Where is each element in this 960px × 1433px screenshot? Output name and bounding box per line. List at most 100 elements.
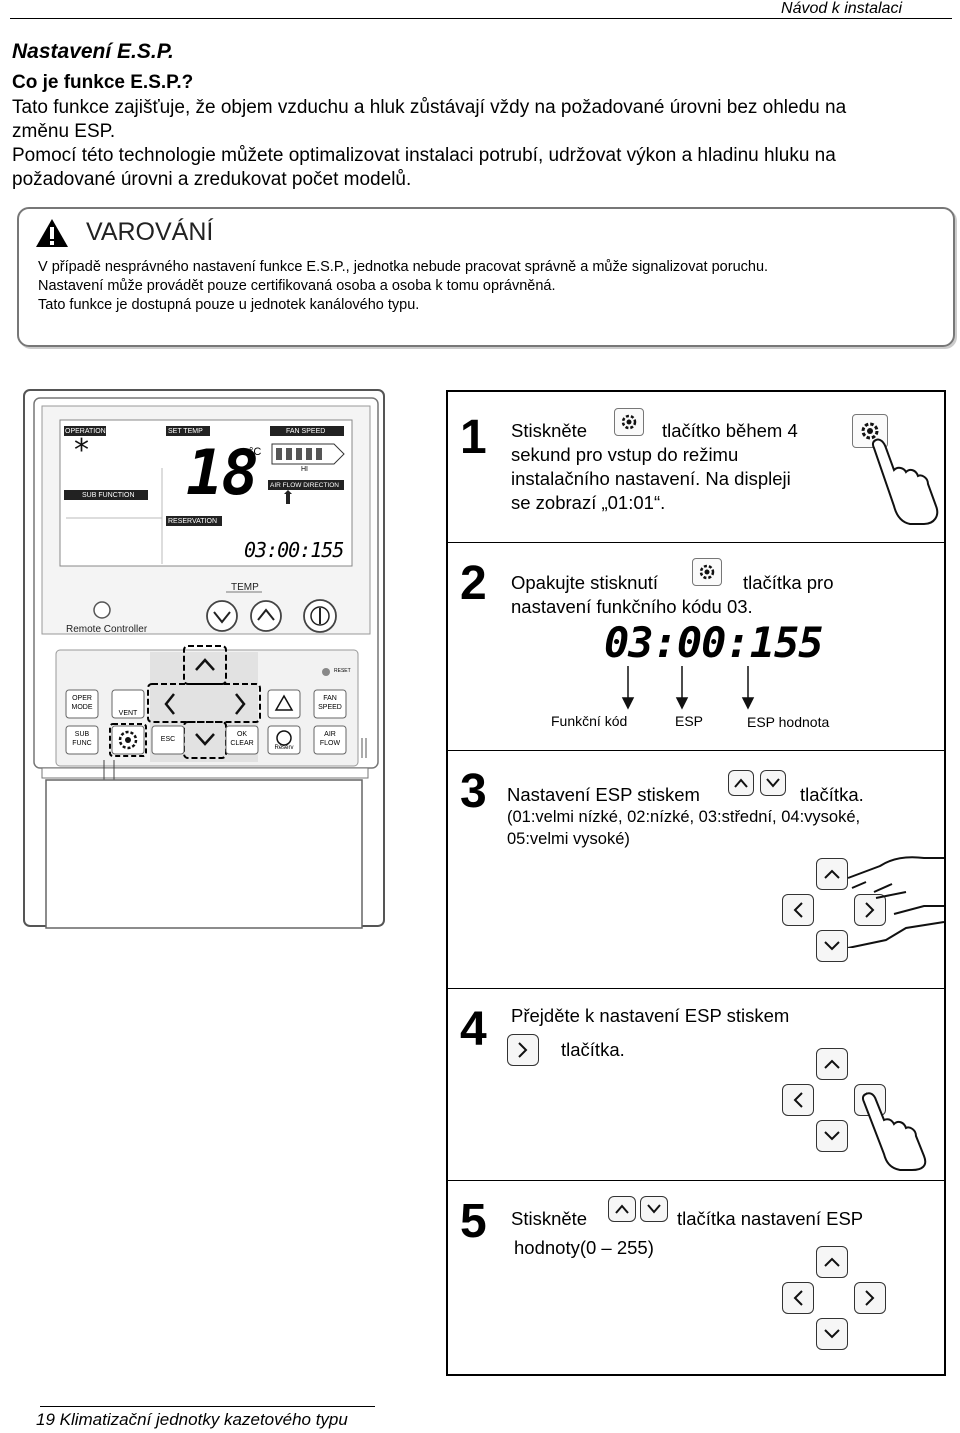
step4-text-a: Přejděte k nastavení ESP stiskem: [511, 1005, 790, 1026]
step2-text-b: tlačítka pro: [743, 572, 834, 593]
page-footer: 19 Klimatizační jednotky kazetového typu: [36, 1410, 348, 1429]
step5-text-a: Stiskněte: [511, 1208, 588, 1229]
step-number: 3: [460, 765, 487, 818]
settings-icon: [614, 408, 644, 436]
lcd-reservation-label: RESERVATION: [168, 518, 218, 525]
section-question: Co je funkce E.S.P.?: [12, 72, 194, 93]
warning-box: [17, 207, 955, 347]
oper-mode-line: OPER: [72, 695, 92, 702]
up-arrow-icon: [816, 1048, 848, 1080]
warning-icon: [36, 219, 68, 247]
steps-panel: [446, 390, 946, 1376]
remote-brand-label: Remote Controller: [66, 624, 148, 635]
lcd-fan-speed-label: FAN SPEED: [286, 428, 326, 435]
step5-text-b: tlačítka nastavení ESP: [677, 1208, 864, 1229]
up-arrow-icon: [816, 858, 848, 890]
display-pointer-arrows: [621, 666, 755, 710]
step5-text-rest: hodnoty(0 – 255): [514, 1237, 654, 1258]
pressing-hand-icon: [847, 856, 945, 948]
sub-func-line: SUB: [74, 731, 90, 738]
pressing-hand-icon: [862, 1092, 927, 1171]
down-arrow-icon: [816, 1120, 848, 1152]
right-arrow-icon: [854, 894, 886, 926]
left-arrow-icon: [782, 1084, 814, 1116]
down-arrow-icon: [760, 770, 786, 796]
air-flow-line: FLOW: [319, 740, 341, 747]
step-divider: [446, 750, 946, 751]
step-divider: [446, 1180, 946, 1181]
lcd-operation-label: OPERATION: [65, 428, 106, 435]
remote-controller-illustration: *: [23, 389, 385, 929]
step-divider: [446, 542, 946, 543]
oper-mode-line: MODE: [71, 704, 93, 711]
step3-line: 05:velmi vysoké): [507, 830, 630, 848]
lcd-sub-function-label: SUB FUNCTION: [82, 492, 135, 499]
warning-line: V případě nesprávného nastavení funkce E…: [38, 259, 769, 275]
lcd-code-display: 03:00:155: [244, 538, 344, 562]
step4-text-b: tlačítka.: [561, 1039, 625, 1060]
intro-line: Pomocí této technologie můžete optimaliz…: [12, 145, 836, 166]
fan-speed-line: SPEED: [318, 704, 342, 711]
sub-func-button: SUB FUNC: [66, 730, 98, 748]
air-flow-button: AIR FLOW: [314, 730, 346, 748]
reset-label: RESET: [334, 668, 351, 674]
esc-button: ESC: [160, 736, 176, 743]
intro-line: požadované úrovni a zredukovat počet mod…: [12, 169, 412, 190]
reserv-button: Reserv: [274, 745, 294, 751]
intro-line: Tato funkce zajišťuje, že objem vzduchu …: [12, 97, 847, 118]
footer-divider: [40, 1406, 375, 1407]
right-arrow-icon: [507, 1034, 539, 1066]
up-arrow-icon: [816, 1246, 848, 1278]
right-arrow-icon: [854, 1282, 886, 1314]
lcd-fan-hi-label: HI: [301, 466, 308, 473]
step1-text-b: tlačítko během 4: [662, 420, 798, 441]
air-flow-line: AIR: [324, 731, 336, 738]
warning-line: Nastavení může provádět pouze certifikov…: [38, 278, 556, 294]
remote-temp-label: TEMP: [231, 582, 259, 593]
esp-label: ESP: [675, 713, 704, 729]
step2-text-a: Opakujte stisknutí: [511, 572, 659, 593]
step3-text-b: tlačítka.: [800, 784, 864, 805]
step-number: 2: [460, 557, 487, 610]
fan-speed-button: FAN SPEED: [314, 694, 346, 712]
pressing-hand-icon: [871, 438, 939, 525]
step3-line: (01:velmi nízké, 02:nízké, 03:střední, 0…: [507, 808, 861, 826]
warning-line: Tato funkce je dostupná pouze u jednotek…: [38, 297, 420, 313]
intro-text: Tato funkce zajišťuje, že objem vzduchu …: [12, 96, 932, 192]
header-divider: [10, 18, 952, 19]
warning-text: V případě nesprávného nastavení funkce E…: [38, 258, 938, 315]
document-header: Návod k instalaci: [781, 0, 902, 17]
step-number: 1: [460, 411, 487, 464]
step3-text-rest: (01:velmi nízké, 02:nízké, 03:střední, 0…: [507, 806, 860, 850]
vent-button: VENT: [118, 710, 138, 717]
section-title: Nastavení E.S.P.: [12, 40, 174, 63]
sub-func-line: FUNC: [72, 740, 92, 747]
down-arrow-icon: [816, 930, 848, 962]
fan-speed-line: FAN: [323, 695, 337, 702]
warning-title: VAROVÁNÍ: [86, 218, 214, 246]
lcd-temperature: 18: [186, 436, 259, 509]
step1-line: se zobrazí „01:01“.: [511, 492, 666, 513]
lcd-temp-unit: °C: [249, 446, 262, 458]
step1-text-rest: sekund pro vstup do režimu instalačního …: [511, 443, 791, 515]
step1-line: instalačního nastavení. Na displeji: [511, 468, 791, 489]
step-number: 4: [460, 1003, 487, 1056]
up-arrow-icon: [608, 1196, 636, 1222]
esp-value-label: ESP hodnota: [747, 714, 830, 730]
oper-mode-button: OPER MODE: [66, 694, 98, 712]
down-arrow-icon: [640, 1196, 668, 1222]
left-arrow-icon: [782, 894, 814, 926]
step1-line: sekund pro vstup do režimu: [511, 444, 739, 465]
left-arrow-icon: [782, 1282, 814, 1314]
intro-line: změnu ESP.: [12, 121, 116, 142]
lcd-set-temp-label: SET TEMP: [168, 428, 203, 435]
step-number: 5: [460, 1195, 487, 1248]
ok-clear-line: CLEAR: [230, 740, 254, 747]
step2-text-rest: nastavení funkčního kódu 03.: [511, 596, 753, 617]
step3-text-a: Nastavení ESP stiskem: [507, 784, 700, 805]
step-divider: [446, 988, 946, 989]
esp-code-display: 03:00:155: [604, 618, 824, 667]
svg-text:*: *: [74, 433, 89, 468]
step1-text-a: Stiskněte: [511, 420, 588, 441]
ok-clear-line: OK: [236, 731, 248, 738]
